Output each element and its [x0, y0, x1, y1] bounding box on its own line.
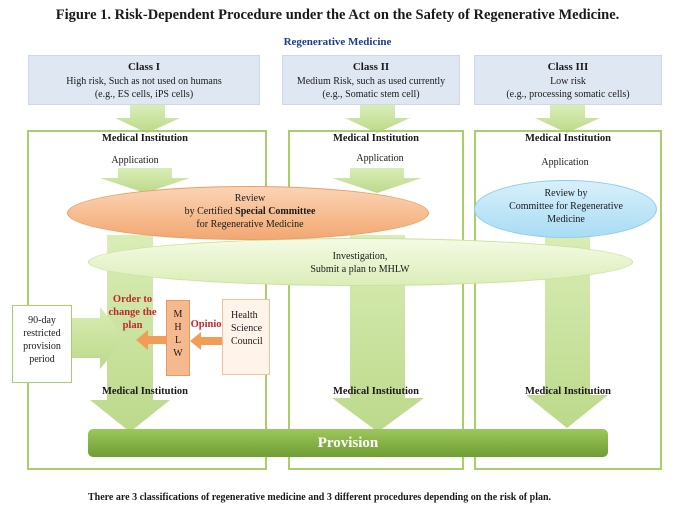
- figure-caption: There are 3 classifications of regenerat…: [88, 492, 552, 503]
- class-box-1: Class I High risk, Such as not used on h…: [28, 55, 260, 105]
- review-special-line3: for Regenerative Medicine: [196, 219, 304, 230]
- column-footer-1: Medical Institution: [101, 386, 189, 397]
- review-special-line1: Review: [234, 193, 266, 204]
- figure-title: Figure 1. Risk-Dependent Procedure under…: [55, 7, 620, 23]
- column-header-1: Medical Institution: [101, 133, 189, 144]
- review-committee-line3: Medicine: [547, 214, 585, 225]
- class-risk: High risk, Such as not used on humans: [66, 76, 222, 87]
- investigation-ellipse: [88, 238, 633, 286]
- mhlw-letter-h: H: [174, 322, 182, 333]
- special-committee-ellipse: [67, 186, 429, 240]
- class-name: Class II: [352, 61, 390, 73]
- class3-down-arrow: [535, 105, 600, 133]
- column-footer-3: Medical Institution: [524, 386, 612, 397]
- class-risk: Low risk: [550, 76, 586, 87]
- column-header-2: Medical Institution: [332, 133, 420, 144]
- long-arrow-1: [90, 235, 170, 432]
- mhlw-box: M H L W: [166, 300, 190, 376]
- application-label-1: Application: [111, 155, 159, 166]
- restricted-line4: period: [29, 354, 55, 365]
- mhlw-letter-w: W: [173, 348, 183, 359]
- class-risk: Medium Risk, such as used currently: [296, 76, 446, 87]
- class2-down-arrow: [345, 105, 410, 133]
- class-name: Class III: [547, 61, 589, 73]
- order-line2: change the: [108, 307, 157, 318]
- council-line3: Council: [231, 336, 263, 347]
- restricted-arrow: [70, 307, 125, 369]
- class-name: Class I: [127, 61, 161, 73]
- column-frame-3: [474, 130, 662, 470]
- council-line2: Science: [231, 323, 263, 334]
- order-line1: Order to: [112, 294, 153, 305]
- investigation-line1: Investigation,: [332, 251, 388, 262]
- review-special-bold: Special Committee: [235, 206, 316, 217]
- opinion-label: Opinion: [190, 319, 228, 330]
- class-box-2: Class II Medium Risk, such as used curre…: [282, 55, 460, 105]
- column-header-3: Medical Institution: [524, 133, 612, 144]
- committee-ellipse: [474, 180, 657, 238]
- council-box: Health Science Council: [222, 299, 270, 375]
- provision-bar: Provision: [88, 429, 608, 457]
- restricted-line3: provision: [23, 341, 61, 352]
- investigation-text: Investigation, Submit a plan to MHLW: [250, 250, 470, 276]
- committee-text: Review by Committee for Regenerative Med…: [486, 187, 646, 226]
- review-special-line2: by Certified Special Committee: [120, 205, 380, 218]
- application-label-3: Application: [541, 157, 589, 168]
- application-label-2: Application: [356, 153, 404, 164]
- class-example: (e.g., ES cells, iPS cells): [94, 89, 194, 100]
- restricted-period-box: 90-day restricted provision period: [12, 305, 72, 383]
- council-line1: Health: [231, 310, 258, 321]
- column-frame-2: [288, 130, 464, 470]
- opinion-arrow-icon: [190, 332, 222, 350]
- mhlw-letter-m: M: [173, 309, 183, 320]
- special-committee-text: Review by Certified Special Committee fo…: [120, 192, 380, 231]
- restricted-line2: restricted: [23, 328, 61, 339]
- app-arrow-2: [332, 168, 422, 193]
- review-special-prefix: by Certified: [184, 206, 236, 217]
- class-example: (e.g., processing somatic cells): [506, 89, 630, 100]
- class1-down-arrow: [115, 105, 180, 133]
- investigation-line2: Submit a plan to MHLW: [310, 264, 410, 275]
- review-committee-line1: Review by: [544, 188, 588, 199]
- app-arrow-1: [100, 168, 190, 193]
- class-example: (e.g., Somatic stem cell): [322, 89, 420, 100]
- class-box-3: Class III Low risk (e.g., processing som…: [474, 55, 662, 105]
- mhlw-letter-l: L: [174, 335, 182, 346]
- section-label: Regenerative Medicine: [283, 36, 392, 48]
- column-footer-2: Medical Institution: [332, 386, 420, 397]
- order-label: Order to change the plan: [100, 293, 165, 332]
- order-line3: plan: [122, 320, 143, 331]
- restricted-line1: 90-day: [28, 315, 56, 326]
- order-arrow-icon: [136, 330, 168, 350]
- review-committee-line2: Committee for Regenerative: [509, 201, 623, 212]
